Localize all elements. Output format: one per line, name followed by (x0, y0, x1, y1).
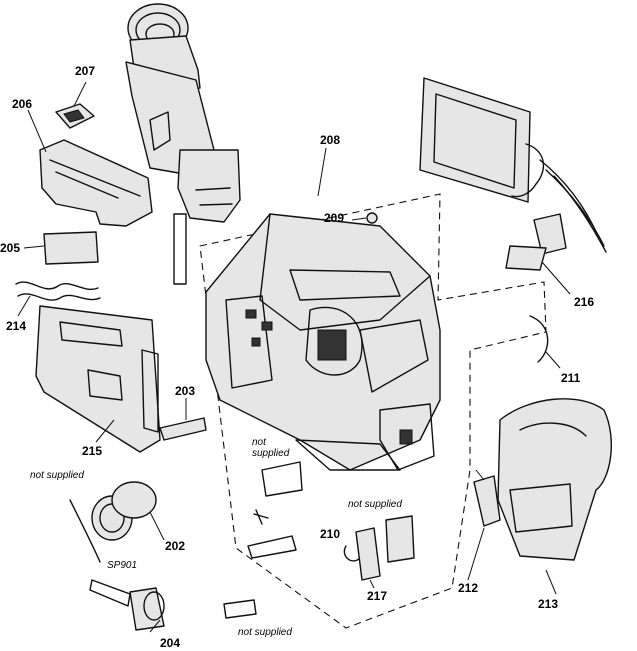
part-label-208: 208 (320, 133, 341, 147)
part-211-clip (529, 315, 561, 369)
part-208-chassis (205, 147, 441, 471)
part-210-217-connector (343, 515, 415, 589)
part-label-209: 209 (324, 211, 345, 225)
assembly-208-outline (199, 193, 547, 629)
part-label-204: 204 (160, 636, 181, 650)
part-label-212: 212 (458, 581, 479, 595)
note-not-supplied-left: not supplied (30, 470, 84, 481)
part-label-214: 214 (6, 319, 27, 333)
note-not-supplied-right: not supplied (348, 499, 402, 510)
part-212-clip (467, 469, 501, 581)
part-205-plate (23, 231, 99, 265)
part-215-circuit-board (35, 305, 161, 453)
note-not-supplied-center: not supplied (252, 437, 290, 459)
internal-small-parts (223, 439, 401, 619)
part-213-cover (497, 398, 612, 595)
note-not-supplied-bottom: not supplied (238, 627, 292, 638)
part-204-bracket (89, 579, 165, 633)
part-206-holder (27, 109, 153, 227)
part-label-211: 211 (561, 371, 581, 385)
part-label-205: 205 (0, 241, 21, 255)
part-label-207: 207 (75, 64, 96, 78)
part-203-bracket (159, 398, 207, 441)
part-label-213: 213 (538, 597, 559, 611)
part-207-bracket (55, 81, 95, 129)
part-label-210: 210 (320, 527, 341, 541)
part-label-202: 202 (165, 539, 186, 553)
part-label-206: 206 (12, 97, 33, 111)
part-label-217: 217 (367, 589, 388, 603)
part-202-speaker (69, 481, 165, 563)
viewfinder-assembly (125, 3, 241, 285)
part-216-label (505, 245, 571, 295)
part-label-215: 215 (82, 444, 103, 458)
note-sp901: SP901 (107, 560, 138, 571)
part-label-216: 216 (574, 295, 595, 309)
part-214-flex-cable (15, 281, 101, 317)
part-label-203: 203 (175, 384, 196, 398)
lcd-panel-assembly (419, 77, 607, 255)
